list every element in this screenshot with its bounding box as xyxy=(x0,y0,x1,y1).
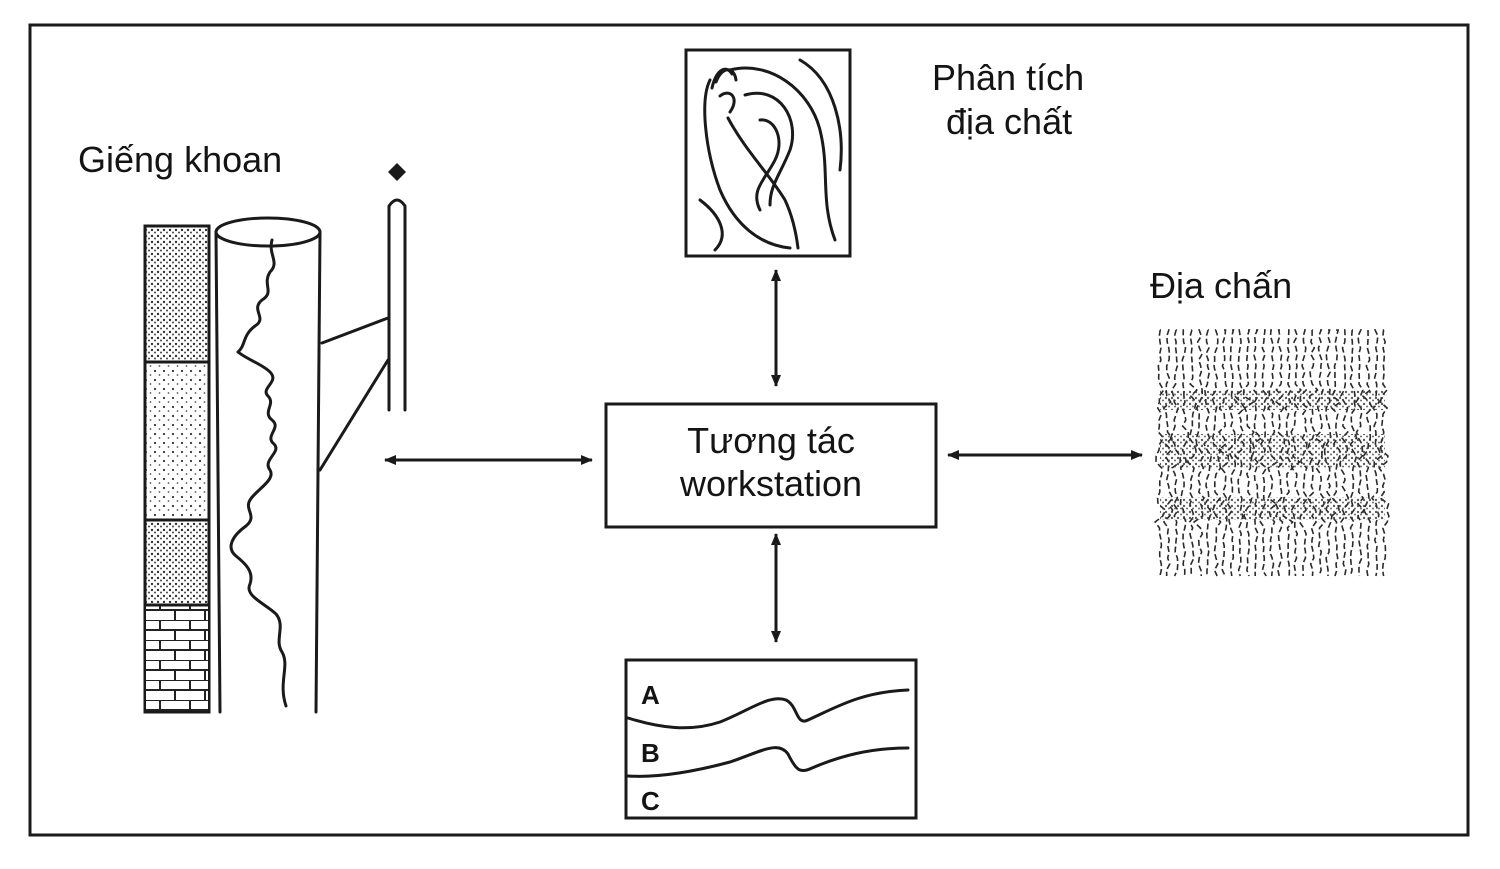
diagram-frame xyxy=(28,23,1470,837)
well-log-curve xyxy=(229,238,288,708)
layer-label-b: B xyxy=(641,738,660,768)
workstation-label-line2: workstation xyxy=(679,463,862,504)
workstation-box: Tương tác workstation xyxy=(604,402,938,529)
borehole-cylinder xyxy=(214,216,322,714)
workstation-label-line1: Tương tác xyxy=(687,420,855,461)
geology-label-line2: địa chất xyxy=(946,101,1072,142)
seismic-label: Địa chấn xyxy=(1150,265,1292,306)
horizon-a-b xyxy=(626,688,910,730)
seismic-section xyxy=(1153,329,1390,577)
sandstone-layer-1 xyxy=(146,228,208,360)
seismic-reflector xyxy=(1160,390,1385,410)
seismic-trace xyxy=(1153,329,1167,577)
seismic-reflector xyxy=(1160,497,1385,520)
geology-label-line1: Phân tích xyxy=(932,57,1084,98)
limestone-layer xyxy=(146,606,208,711)
seismic-trace xyxy=(1162,329,1174,577)
well-illustration xyxy=(143,163,407,714)
seismic-trace xyxy=(1306,329,1319,577)
geological-map xyxy=(684,48,852,258)
seismic-trace xyxy=(1250,329,1263,577)
logging-tool xyxy=(318,163,407,472)
seismic-trace xyxy=(1298,329,1309,576)
sandstone-layer-3 xyxy=(146,521,208,603)
layer-label-a: A xyxy=(641,680,660,710)
layer-model: A B C xyxy=(624,658,918,820)
layer-label-c: C xyxy=(641,786,660,816)
sandstone-layer-2 xyxy=(146,363,208,518)
seismic-trace xyxy=(1313,329,1326,577)
seismic-reflector xyxy=(1160,434,1385,468)
well-label: Giếng khoan xyxy=(78,139,282,180)
horizon-b-c xyxy=(626,746,910,778)
